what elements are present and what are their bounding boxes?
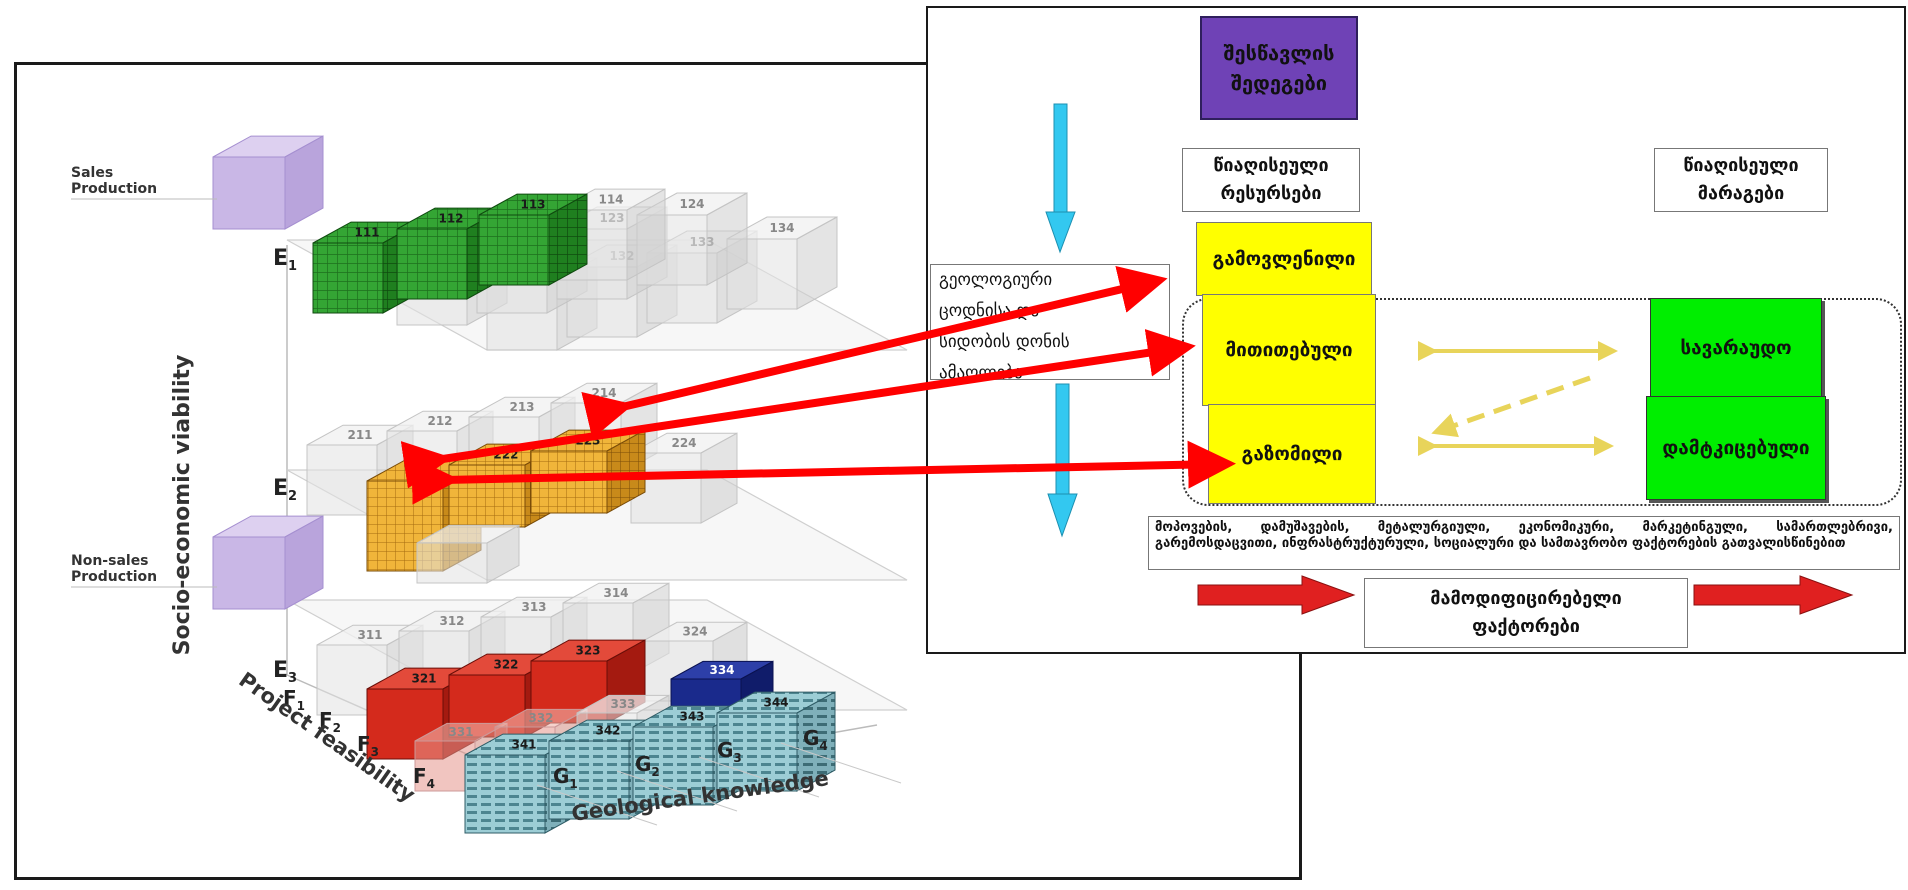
resources-line1: წიაღისეული — [1213, 155, 1329, 176]
e3-ghost-cube: 311 — [316, 624, 424, 716]
y-axis-label: Socio-economic viability — [170, 355, 195, 656]
geo-line3: სიდობის დონის — [939, 332, 1070, 352]
reserves-line2: მარაგები — [1697, 183, 1785, 204]
modifying-factors-box: მამოდიფიცირებელი ფაქტორები — [1364, 578, 1688, 648]
modifying-line2: ფაქტორები — [1472, 616, 1580, 637]
e2-ghost-cube: 224 — [630, 432, 738, 524]
indicated-box: მითითებული — [1202, 294, 1376, 406]
cube-code: 324 — [682, 625, 707, 639]
green-cube-113: 113 — [478, 193, 588, 286]
study-results-line1: შესწავლის — [1223, 41, 1335, 65]
cube-code: 333 — [610, 697, 635, 711]
e-axis-label: E3 — [273, 658, 297, 686]
reserves-box: წიაღისეული მარაგები — [1654, 148, 1828, 212]
cube-code: 334 — [709, 663, 734, 677]
cube-code: 331 — [448, 725, 473, 739]
cube-code: 213 — [509, 400, 534, 414]
cube-code: 114 — [598, 193, 623, 207]
e-axis-label: E1 — [273, 246, 297, 274]
cube-code: 211 — [347, 428, 372, 442]
cube-code: 124 — [679, 197, 704, 211]
e2-ghost-cube — [416, 524, 520, 584]
geo-line2: ცოდნისა და — [939, 301, 1040, 321]
cube-layer: 1311321331341211221231241141111121132112… — [71, 135, 908, 834]
nonsales-label-line2: Production — [71, 569, 157, 585]
cube-code: 344 — [763, 696, 788, 710]
probable-box: სავარაუდო — [1650, 298, 1822, 398]
e-axis-label: E2 — [273, 476, 297, 504]
nonsales-label-line1: Non-sales — [71, 553, 149, 569]
modifying-factors-description: მოპოვების, დამუშავების, მეტალურგიული, ეკ… — [1148, 516, 1900, 570]
g-grid-line — [698, 756, 820, 798]
cube-code: 322 — [493, 658, 518, 672]
cube-code: 224 — [671, 436, 696, 450]
cube-code: 223 — [575, 434, 600, 448]
cube-code: 312 — [439, 614, 464, 628]
study-results-line2: შედეგები — [1230, 71, 1327, 95]
unfc-cube-diagram: 1311321331341211221231241141111121132112… — [71, 135, 908, 834]
cube-code: 313 — [521, 600, 546, 614]
resources-line2: რესურსები — [1220, 183, 1322, 204]
cube-code: 221 — [411, 464, 436, 478]
g-grid-line — [536, 784, 658, 826]
cube-code: 332 — [528, 711, 553, 725]
geo-line1: გეოლოგიური — [939, 270, 1053, 290]
inferred-box: გამოვლენილი — [1196, 222, 1372, 296]
orange-cube-223: 223 — [530, 429, 646, 514]
sales-production-cube — [212, 135, 324, 230]
cube-code: 112 — [438, 212, 463, 226]
cube-code: 321 — [411, 672, 436, 686]
cube-code: 342 — [595, 724, 620, 738]
cube-code: 323 — [575, 644, 600, 658]
cube-code: 113 — [520, 198, 545, 212]
study-results-box: შესწავლის შედეგები — [1200, 16, 1358, 120]
cube-code: 134 — [769, 221, 794, 235]
cube-code: 343 — [679, 710, 704, 724]
sales-label-line2: Production — [71, 181, 157, 197]
nonsales-production-cube — [212, 515, 324, 610]
reserves-line1: წიაღისეული — [1683, 155, 1799, 176]
measured-box: გაზომილი — [1208, 404, 1376, 504]
cube-code: 214 — [591, 386, 616, 400]
geo-line4: ამაღლება — [939, 363, 1023, 380]
cube-code: 311 — [357, 628, 382, 642]
geological-knowledge-box: გეოლოგიური ცოდნისა და სიდობის დონის ამაღ… — [930, 264, 1170, 380]
modifying-line1: მამოდიფიცირებელი — [1430, 588, 1622, 609]
cube-code: 212 — [427, 414, 452, 428]
g-grid-line — [616, 770, 738, 812]
cube-code: 222 — [493, 448, 518, 462]
resources-box: წიაღისეული რესურსები — [1182, 148, 1360, 212]
cube-code: 314 — [603, 586, 628, 600]
classification-scheme-panel: შესწავლის შედეგები წიაღისეული რესურსები … — [926, 6, 1906, 654]
teal-cube-344: 344 — [716, 691, 836, 792]
cube-code: 111 — [354, 226, 379, 240]
cube-code: 341 — [511, 738, 536, 752]
sales-label-line1: Sales — [71, 165, 113, 181]
g-grid-line — [780, 742, 902, 784]
proved-box: დამტკიცებული — [1646, 396, 1826, 500]
